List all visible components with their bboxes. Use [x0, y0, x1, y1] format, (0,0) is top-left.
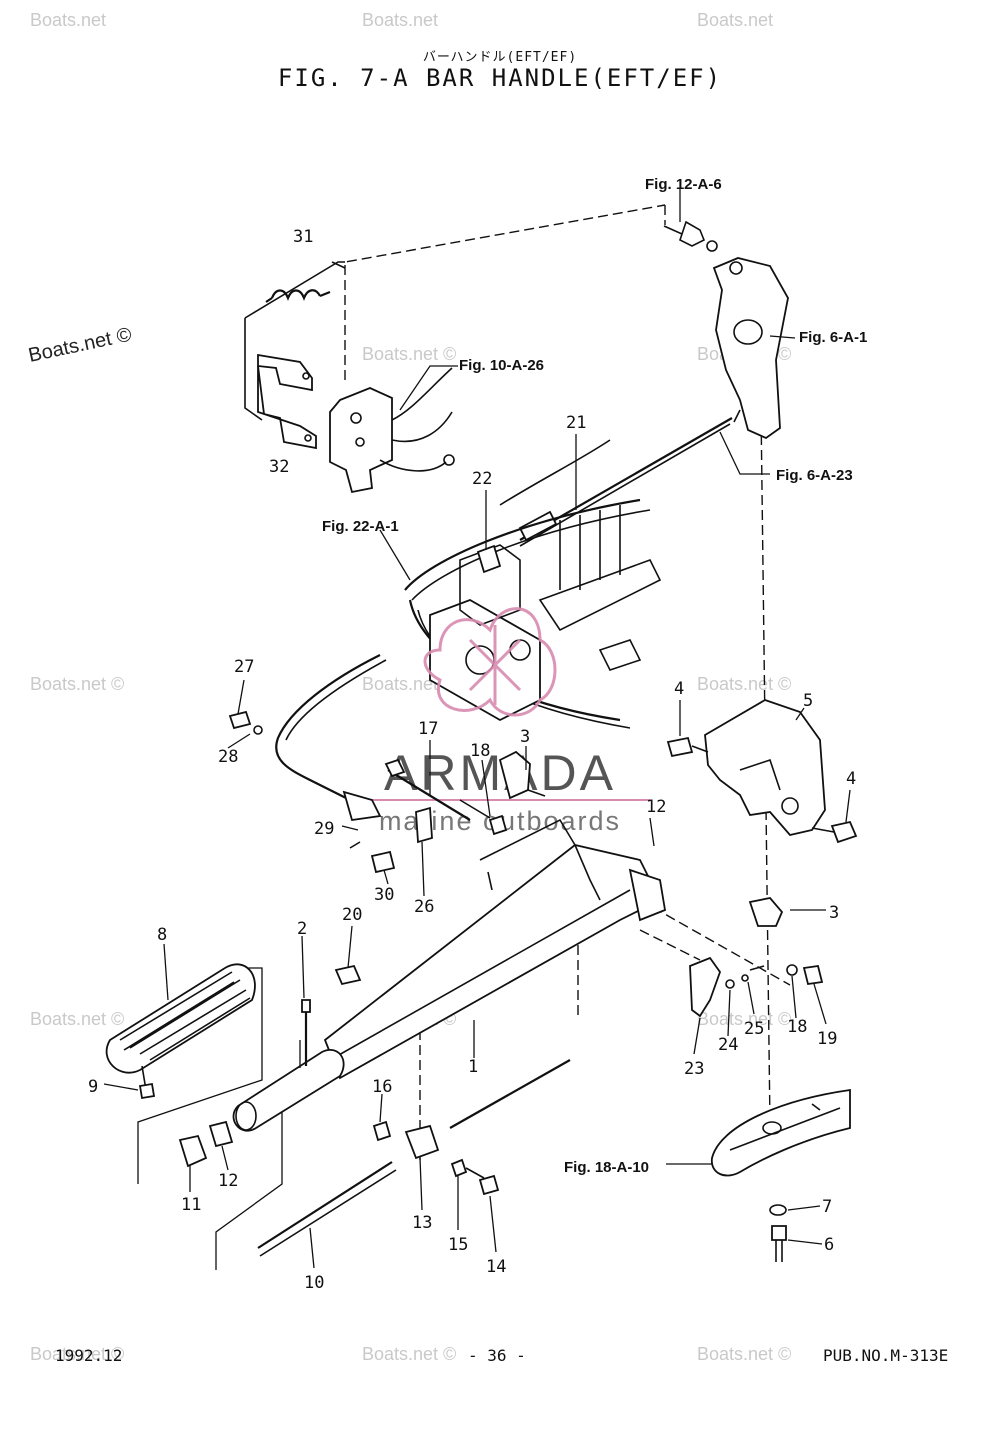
ref-fig-6-a-1[interactable]: Fig. 6-A-1 — [799, 329, 867, 346]
return-spring — [265, 289, 331, 303]
part-number: 4 — [846, 769, 856, 789]
part-number: 9 — [88, 1077, 98, 1097]
watermark-site: Boats.net © — [30, 1009, 124, 1029]
part-number: 18 — [787, 1017, 807, 1037]
figure-title: FIG. 7-A BAR HANDLE(EFT/EF) — [277, 64, 723, 92]
japanese-title: バーハンドル(EFT/EF) — [422, 50, 578, 65]
part-number: 15 — [448, 1235, 468, 1255]
part-number: 25 — [744, 1019, 764, 1039]
watermark-site: Boats.net © — [362, 344, 456, 364]
part-number: 21 — [566, 413, 586, 433]
stop-switch — [329, 367, 455, 494]
lower-cowling — [404, 498, 662, 729]
part-number: 12 — [646, 797, 666, 817]
part-number: 3 — [829, 903, 839, 923]
watermark-layer: Boats.net Boats.net Boats.net Boats.net … — [26, 10, 791, 1364]
right-linkage — [689, 897, 824, 1018]
mounting-bracket — [666, 699, 858, 844]
throttle-cable — [499, 417, 733, 547]
part-number: 19 — [817, 1029, 837, 1049]
leader-lines — [103, 188, 851, 1269]
watermark-site: Boats.net © — [30, 674, 124, 694]
watermark-site-short: Boats.net — [30, 10, 106, 30]
throttle-grip — [105, 963, 263, 1184]
figure-references: Fig. 12-A-6 Fig. 6-A-1 Fig. 10-A-26 Fig.… — [322, 176, 867, 1176]
ref-fig-10-a-26[interactable]: Fig. 10-A-26 — [459, 357, 544, 374]
part-number: 20 — [342, 905, 362, 925]
footer-date: 1992.12 — [55, 1346, 123, 1365]
part-number: 23 — [684, 1059, 704, 1079]
watermark-site: Boats.net © — [697, 674, 791, 694]
throttle-linkage — [384, 750, 546, 844]
part-number: 31 — [293, 227, 313, 247]
part-number: 28 — [218, 747, 238, 767]
ref-fig-12-a-6[interactable]: Fig. 12-A-6 — [645, 176, 722, 193]
footer-page-number: - 36 - — [468, 1346, 526, 1365]
part-number: 18 — [470, 741, 490, 761]
part-number: 27 — [234, 657, 254, 677]
part-number: 14 — [486, 1257, 506, 1277]
footer-pub-no: PUB.NO.M-313E — [823, 1346, 949, 1365]
part-number: 6 — [824, 1235, 834, 1255]
part-number: 4 — [674, 679, 684, 699]
part-number: 16 — [372, 1077, 392, 1097]
tiller-bracket — [711, 1088, 851, 1262]
part-number: 30 — [374, 885, 394, 905]
armada-logo-mark — [423, 607, 557, 717]
watermark-site: Boats.net © — [362, 1344, 456, 1364]
part-number: 5 — [803, 691, 813, 711]
part-number: 2 — [297, 919, 307, 939]
watermark-site-dark: Boats.net © — [26, 324, 133, 367]
throttle-tube-assembly — [178, 964, 571, 1270]
spring-bracket-assembly — [244, 261, 346, 450]
part-number: 7 — [822, 1197, 832, 1217]
bar-handle — [323, 818, 667, 1080]
part-number: 10 — [304, 1273, 324, 1293]
part-number: 13 — [412, 1213, 432, 1233]
part-number: 22 — [472, 469, 492, 489]
ref-fig-6-a-23[interactable]: Fig. 6-A-23 — [776, 467, 853, 484]
watermark-site: Boats.net © — [697, 1344, 791, 1364]
part-number: 1 — [468, 1057, 478, 1077]
ref-fig-18-a-10[interactable]: Fig. 18-A-10 — [564, 1159, 649, 1176]
throttle-arm — [663, 220, 789, 440]
part-number: 17 — [418, 719, 438, 739]
part-number: 24 — [718, 1035, 738, 1055]
ref-fig-22-a-1[interactable]: Fig. 22-A-1 — [322, 518, 399, 535]
part-number: 11 — [181, 1195, 201, 1215]
linkage-cable — [228, 654, 396, 874]
part-number: 26 — [414, 897, 434, 917]
part-number: 29 — [314, 819, 334, 839]
part-number: 3 — [520, 727, 530, 747]
part-number: 8 — [157, 925, 167, 945]
watermark-site: Boats.net © — [697, 1009, 791, 1029]
watermark-site-short: Boats.net — [697, 10, 773, 30]
part-number: 32 — [269, 457, 289, 477]
part-numbers: 31 32 21 22 27 28 17 18 3 4 5 4 12 29 30… — [88, 227, 856, 1293]
watermark-site: Boats.net © — [30, 1344, 124, 1364]
watermark-site-short: Boats.net — [362, 10, 438, 30]
part-number: 12 — [218, 1171, 238, 1191]
brand-name: ARMADA — [384, 745, 616, 801]
